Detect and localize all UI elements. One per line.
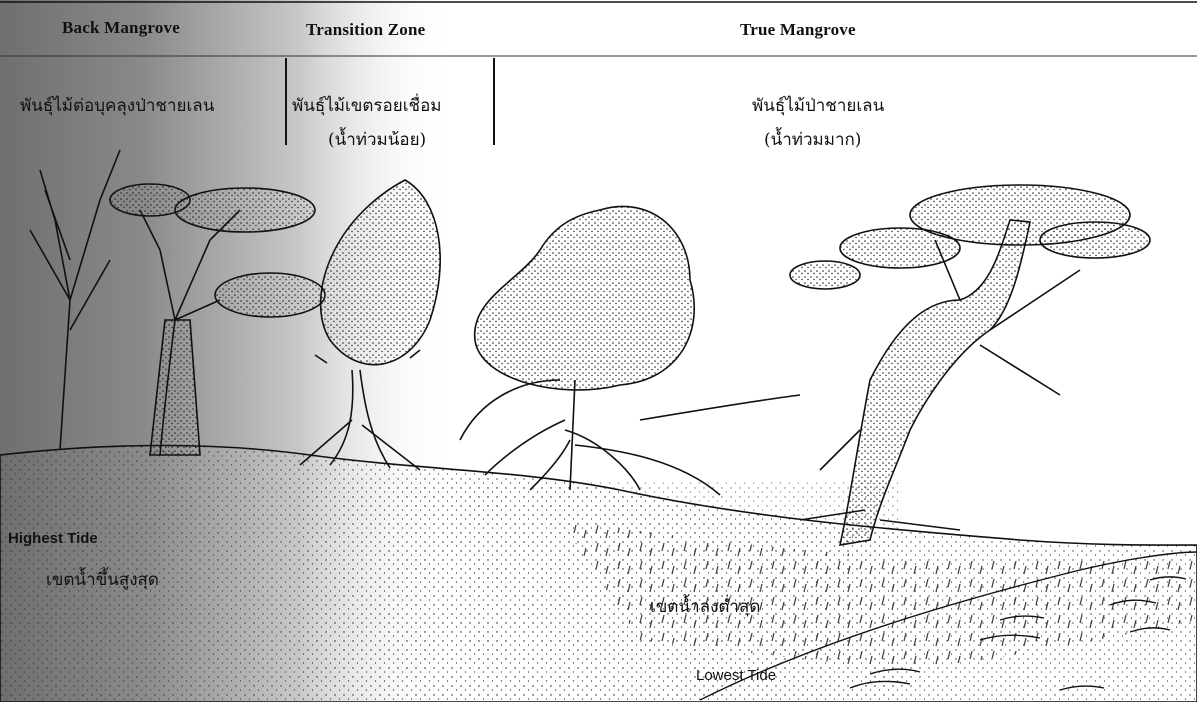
transition-zone-description: พันธุ์ไม้เขตรอยเชื่อม xyxy=(292,92,442,119)
zone-header-back-mangrove: Back Mangrove xyxy=(62,18,180,38)
true-mangrove-flood-level: (น้ำท่วมมาก) xyxy=(764,126,861,153)
highest-tide-thai-label: เขตน้ำขึ้นสูงสุด xyxy=(46,566,159,593)
lowest-tide-label: Lowest Tide xyxy=(696,667,776,684)
true-mangrove-description: พันธุ์ไม้ป่าชายเลน xyxy=(752,92,884,119)
lowest-tide-thai-label: เขตน้ำลงต่ำสุด xyxy=(650,593,760,620)
ground-stipple xyxy=(300,480,900,700)
zone-header-transition: Transition Zone xyxy=(306,20,425,40)
transition-zone-flood-level: (น้ำท่วมน้อย) xyxy=(328,126,426,153)
zone-header-true-mangrove: True Mangrove xyxy=(740,20,856,40)
back-mangrove-description: พันธุ์ไม้ต่อบุคลุงป่าชายเลน xyxy=(20,92,214,119)
highest-tide-label: Highest Tide xyxy=(8,530,98,547)
